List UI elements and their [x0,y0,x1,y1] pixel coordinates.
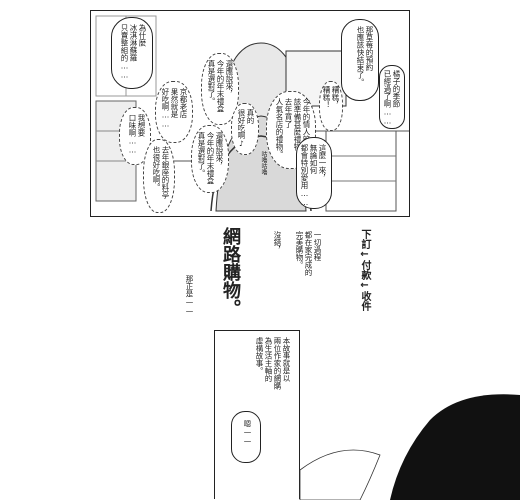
bubble-text: 橘子的季節 已經過了啊…… [383,70,401,126]
intro-text: 那正是—— [185,275,194,316]
bubble-text: 還應說來， 今年的年末禮盒 真是選對了。 [197,132,224,185]
bubble-text: 京都老店 果然就是 好吃啊…… [161,88,188,129]
speech-text: 嗯—— [243,420,252,446]
bubble-right-mid: 糟糕， 糟糕！ [319,81,343,131]
bubble-text: 這麼一來， 無論如何 都會特別愛用…… [300,144,327,207]
bubble-center-left2: 真的 很好吃啊♪ [231,103,259,155]
bubble-text: 那草莓的預約 也應該快結束了。 [356,26,374,86]
bubble-text: 我想要 口味啊…… [128,114,146,155]
bubble-text: 還應說來， 今年的年末禮盒 真是選對了。 [207,60,234,113]
bubble-left-bottom: 去年銀座的料亭 也很好吃啊。 [143,139,175,213]
bubble-center-right: 今年的情人節 該準備甚麼禮物？ 去年買了 人氣名店的禮物。 [266,91,316,169]
desc-text: 一切過程 都在家完成的 完美購物。 [295,231,322,276]
top-panel: 橘子的季節 已經過了啊…… 那草莓的預約 也應該快結束了。 糟糕， 糟糕！ 今年… [90,10,410,217]
bubble-right-top: 那草莓的預約 也應該快結束了。 [341,19,379,101]
ok-text: 沒錯， [273,231,282,254]
bubble-left-mid: 京都老店 果然就是 好吃啊…… [155,81,193,143]
bubble-speech: 嗯—— [231,411,261,463]
bubble-center-left3: 還應說來， 今年的年末禮盒 真是選對了。 [191,125,229,193]
title-text: 網路購物。 [220,227,241,317]
bubble-far-right: 橘子的季節 已經過了啊…… [379,65,405,129]
bubble-text: 去年銀座的料亭 也很好吃啊。 [152,146,170,199]
bubble-text: 今年的情人節 該準備甚麼禮物？ 去年買了 人氣名店的禮物。 [275,98,311,158]
bubble-text: 糟糕， 糟糕！ [322,86,340,109]
bubble-text: 真的 很好吃啊♪ [237,109,255,148]
flow-label: 下訂←付款←收件 [359,229,370,311]
bubble-bottom-center: 這麼一來， 無論如何 都會特別愛用…… [296,137,332,209]
bubble-left-top: 為什麼 冰淇淋蘇羅 只賣整組的…… [111,17,153,89]
caption-text: 本故事就是以 兩位作家的網購 為生活主軸的 虛構故事。 [255,337,291,390]
middle-panel: 下訂←付款←收件 一切過程 都在家完成的 完美購物。 沒錯， 網路購物。 那正是… [140,225,390,335]
bubble-text: 為什麼 冰淇淋蘇羅 只賣整組的…… [120,24,147,80]
sfx-text: 咕嚕咕嚕 [260,151,267,175]
bottom-panel: 本故事就是以 兩位作家的網購 為生活主軸的 虛構故事。 嗯—— [214,330,300,499]
